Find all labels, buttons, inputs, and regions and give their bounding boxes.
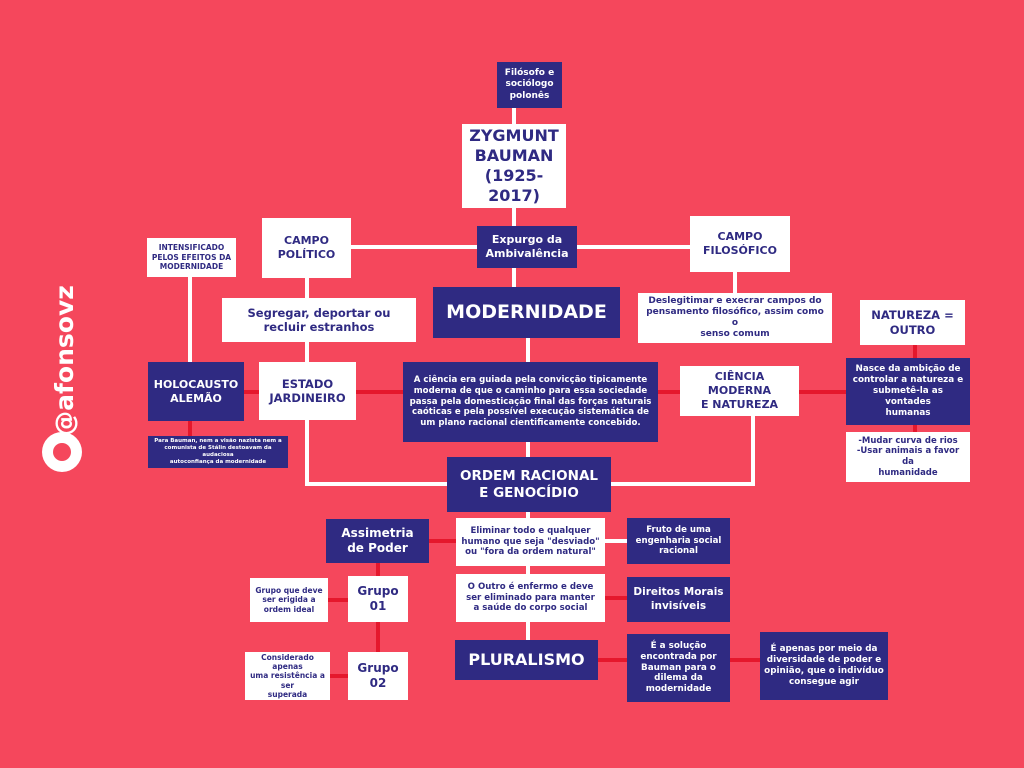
- node-ciencia-texto: A ciência era guiada pela convicção tipi…: [403, 362, 658, 442]
- node-grupo-02: Grupo 02: [348, 652, 408, 700]
- node-direitos: Direitos Morais invisíveis: [627, 577, 730, 622]
- node-campo-politico: CAMPO POLÍTICO: [262, 218, 351, 278]
- connector: [330, 674, 348, 678]
- connector: [188, 421, 192, 437]
- connector: [305, 482, 449, 486]
- node-considerado: Considerado apenas uma resistência a ser…: [245, 652, 330, 700]
- node-deslegitimar: Deslegitimar e execrar campos do pensame…: [638, 293, 832, 343]
- connector: [733, 272, 737, 294]
- node-nasce: Nasce da ambição de controlar a natureza…: [846, 358, 970, 425]
- brand-logo-icon: [42, 432, 82, 472]
- node-modernidade: MODERNIDADE: [433, 287, 620, 338]
- node-subtitle: Filósofo e sociólogo polonês: [497, 62, 562, 108]
- brand-handle: @afonsovz: [34, 285, 94, 436]
- node-intensificado: INTENSIFICADO PELOS EFEITOS DA MODERNIDA…: [147, 238, 236, 277]
- connector: [305, 420, 309, 486]
- node-grupo-deve: Grupo que deve ser erigida a ordem ideal: [250, 578, 328, 622]
- connector: [605, 539, 627, 543]
- connector: [188, 277, 192, 362]
- node-fruto: Fruto de uma engenharia social racional: [627, 518, 730, 564]
- node-grupo-01: Grupo 01: [348, 576, 408, 622]
- node-mudar: -Mudar curva de rios -Usar animais a fav…: [846, 432, 970, 482]
- node-segregar: Segregar, deportar ou recluir estranhos: [222, 298, 416, 342]
- connector: [605, 596, 627, 600]
- node-campo-filosofico: CAMPO FILOSÓFICO: [690, 216, 790, 272]
- connector: [611, 482, 755, 486]
- node-apenas: É apenas por meio da diversidade de pode…: [760, 632, 888, 700]
- brand-handle-text: @afonsovz: [49, 284, 79, 436]
- node-pluralismo: PLURALISMO: [455, 640, 598, 680]
- node-holocausto: HOLOCAUSTO ALEMÃO: [148, 362, 244, 421]
- node-para-bauman: Para Bauman, nem a visão nazista nem a c…: [148, 436, 288, 468]
- connector: [751, 416, 755, 486]
- node-expurgo: Expurgo da Ambivalência: [477, 226, 577, 268]
- node-outro-enfermo: O Outro é enfermo e deve ser eliminado p…: [456, 574, 605, 622]
- node-estado-jardineiro: ESTADO JARDINEIRO: [259, 362, 356, 420]
- node-title: ZYGMUNT BAUMAN (1925-2017): [462, 124, 566, 208]
- connector: [328, 598, 348, 602]
- node-natureza-outro: NATUREZA = OUTRO: [860, 300, 965, 345]
- connector: [429, 539, 456, 543]
- node-ciencia-moderna: CIÊNCIA MODERNA E NATUREZA: [680, 366, 799, 416]
- node-solucao: É a solução encontrada por Bauman para o…: [627, 634, 730, 702]
- node-ordem-racional: ORDEM RACIONAL E GENOCÍDIO: [447, 457, 611, 512]
- node-assimetria: Assimetria de Poder: [326, 519, 429, 563]
- node-eliminar: Eliminar todo e qualquer humano que seja…: [456, 518, 605, 566]
